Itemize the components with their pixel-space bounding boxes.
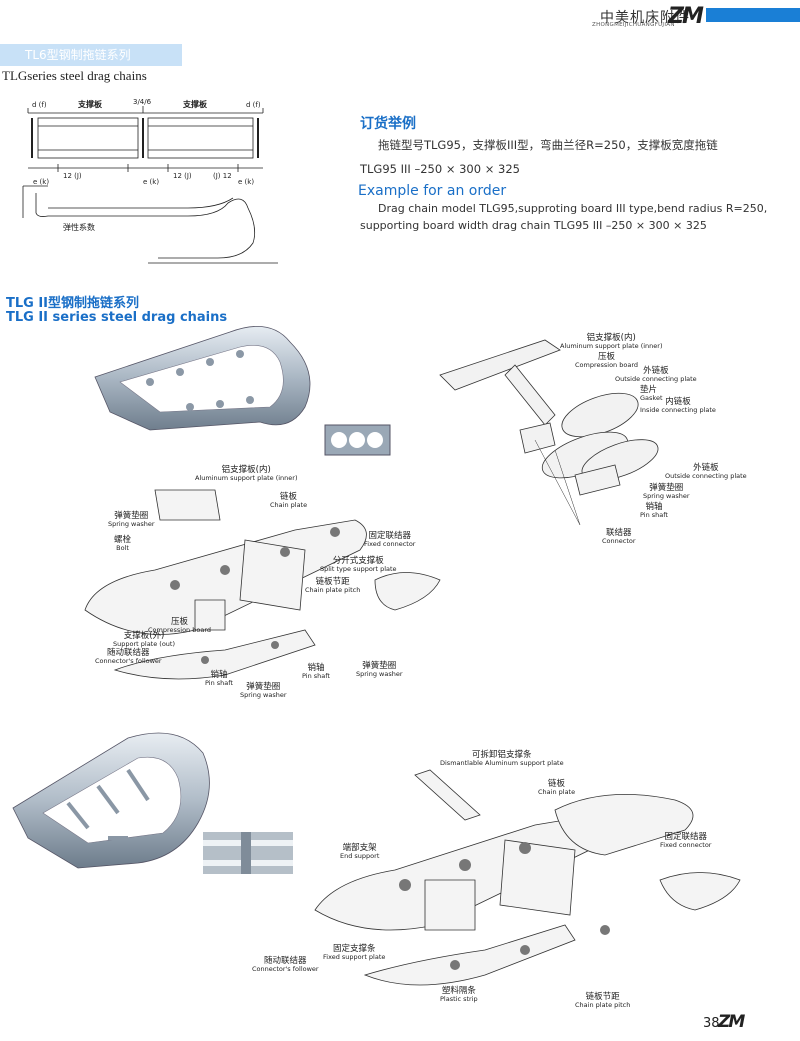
exploded-view-center xyxy=(84,489,441,680)
label-support-out-center: 支撑板(外)Support plate (out) xyxy=(113,631,176,648)
frame-chain-photo xyxy=(12,732,210,869)
order-example-line1-cn: 拖链型号TLG95，支撑板III型，弯曲兰径R=250，支撑板宽度拖链 xyxy=(378,138,718,152)
label-al-support-inner-right: 铝支撑板(内)Aluminum support plate (inner) xyxy=(560,333,663,350)
brand-name-cn: 中美机床附件 xyxy=(600,10,690,26)
dim-label-346: 3/4/6 xyxy=(133,98,152,106)
aluminum-plate-photo xyxy=(324,424,391,456)
separator-strip-photo xyxy=(203,832,293,874)
order-example-title-cn: 订货举例 xyxy=(360,116,416,132)
section-title-en: TLGseries steel drag chains xyxy=(2,68,147,83)
dim-label-e3: e (k) xyxy=(238,178,254,186)
tlg2-chain-photo xyxy=(94,326,311,431)
section2-title-cn: TLG II型钢制拖链系列 xyxy=(6,296,140,311)
exploded-view-frame xyxy=(314,769,741,986)
dim-label-support-right: 支撑板 xyxy=(182,99,208,109)
order-example-line2-en: supporting board width drag chain TLG95 … xyxy=(360,219,707,232)
dim-label-e1: e (k) xyxy=(33,178,49,186)
page-number: 38 xyxy=(703,1016,720,1031)
dim-label-j3: (J) 12 xyxy=(213,172,232,180)
header-accent-bar xyxy=(706,8,800,22)
brand-name-en: ZHONGMEIJICHUANGFUJIAN xyxy=(592,22,675,28)
order-example-line1-en: Drag chain model TLG95,supproting board … xyxy=(378,202,768,215)
dim-label-d-left: d (f) xyxy=(32,101,47,109)
section2-title-en: TLG II series steel drag chains xyxy=(6,310,228,325)
brand-logo: ZM xyxy=(668,4,704,29)
flex-coefficient-label: 弹性系数 xyxy=(63,222,95,232)
section-tab-tl6: TL6型钢制拖链系列 xyxy=(0,44,182,66)
footer-logo: ZM xyxy=(718,1012,745,1032)
label-al-support-inner-center: 铝支撑板(内)Aluminum support plate (inner) xyxy=(195,465,298,482)
tl-chain-dimension-diagram: d (f) 支撑板 3/4/6 支撑板 d (f) 12 (J) 12 (J) … xyxy=(22,98,278,264)
order-example-title-en: Example for an order xyxy=(358,183,507,199)
order-example-line2-cn: TLG95 III –250 × 300 × 325 xyxy=(360,162,520,176)
dim-label-e2: e (k) xyxy=(143,178,159,186)
dim-label-j2: 12 (J) xyxy=(173,172,192,180)
dim-label-support-left: 支撑板 xyxy=(77,99,103,109)
exploded-view-right xyxy=(439,339,659,526)
dim-label-j1: 12 (J) xyxy=(63,172,82,180)
dim-label-d-right: d (f) xyxy=(246,101,261,109)
